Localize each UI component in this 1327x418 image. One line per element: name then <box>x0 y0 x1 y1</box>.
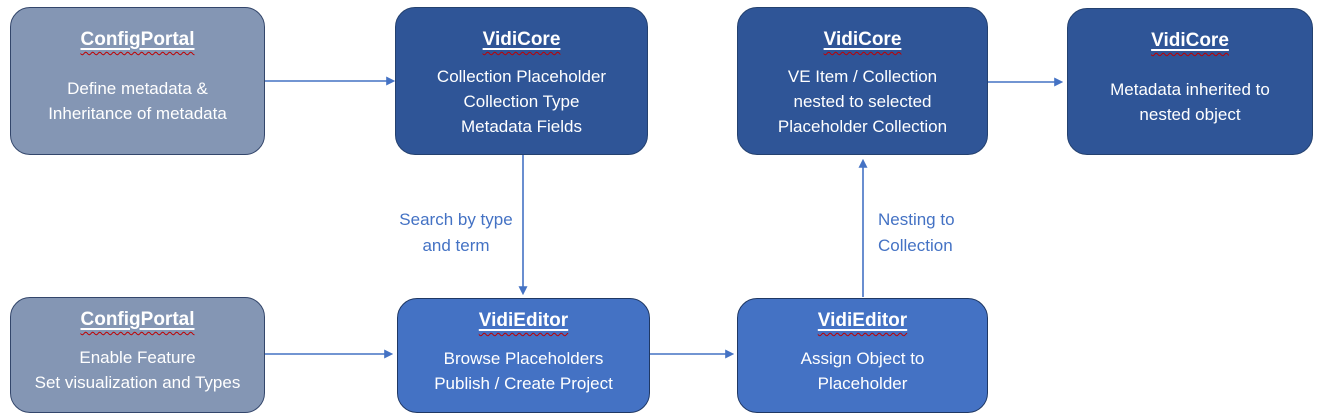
arrow-label-search-by-type: Search by type and term <box>386 207 526 259</box>
arrow-label-line: Collection <box>878 236 953 255</box>
node-body-line: Inheritance of metadata <box>48 104 227 123</box>
node-heading: ConfigPortal <box>80 29 195 50</box>
node-body: Browse Placeholders Publish / Create Pro… <box>434 346 613 400</box>
node-vidicore-collection-placeholder: VidiCore Collection Placeholder Collecti… <box>395 7 648 155</box>
node-heading: VidiCore <box>482 29 561 50</box>
node-body: VE Item / Collection nested to selected … <box>778 64 947 143</box>
node-configportal-define-metadata: ConfigPortal Define metadata & Inheritan… <box>10 7 265 155</box>
node-videditor-browse-placeholders: VidiEditor Browse Placeholders Publish /… <box>397 298 650 413</box>
node-body-line: Collection Placeholder <box>436 66 607 86</box>
node-body: Assign Object to Placeholder <box>801 346 925 400</box>
node-videditor-assign-object: VidiEditor Assign Object to Placeholder <box>737 298 988 413</box>
node-body-line: Metadata inherited to <box>1110 79 1270 99</box>
node-body-line: Placeholder <box>817 373 908 393</box>
node-body-line: Define metadata & <box>67 79 208 98</box>
node-body: Define metadata & Inheritance of metadat… <box>48 76 227 130</box>
node-vidicore-metadata-inherited: VidiCore Metadata inherited to nested ob… <box>1067 8 1313 155</box>
node-body: Metadata inherited to nested object <box>1110 77 1270 131</box>
node-body-line: Publish / Create Project <box>434 373 613 393</box>
node-heading: VidiEditor <box>478 310 569 331</box>
node-heading: ConfigPortal <box>80 309 195 330</box>
node-body-line: VE Item / Collection <box>787 66 938 86</box>
arrow-label-line: Search by type <box>399 210 513 229</box>
node-body-line: nested to selected <box>793 91 932 111</box>
node-body-line: Collection Type <box>463 91 580 111</box>
arrow-label-nesting-to-collection: Nesting to Collection <box>878 207 998 259</box>
node-body-line: nested object <box>1139 104 1241 124</box>
node-body-line: Browse Placeholders <box>443 348 604 368</box>
node-heading: VidiEditor <box>817 310 908 331</box>
node-vidicore-nested-to-placeholder: VidiCore VE Item / Collection nested to … <box>737 7 988 155</box>
node-body-line: Assign Object to <box>800 348 925 368</box>
node-body-line: Metadata Fields <box>461 116 582 136</box>
node-body: Enable Feature Set visualization and Typ… <box>35 345 241 399</box>
node-heading: VidiCore <box>1151 30 1229 51</box>
node-body-line: Enable Feature <box>79 348 196 367</box>
node-body-line: Set visualization and Types <box>34 373 241 392</box>
arrow-label-line: Nesting to <box>878 210 955 229</box>
node-heading: VidiCore <box>823 29 902 50</box>
arrow-label-line: and term <box>422 236 490 255</box>
node-body: Collection Placeholder Collection Type M… <box>437 64 606 143</box>
node-configportal-enable-feature: ConfigPortal Enable Feature Set visualiz… <box>10 297 265 413</box>
node-body-line: Placeholder Collection <box>777 116 948 136</box>
